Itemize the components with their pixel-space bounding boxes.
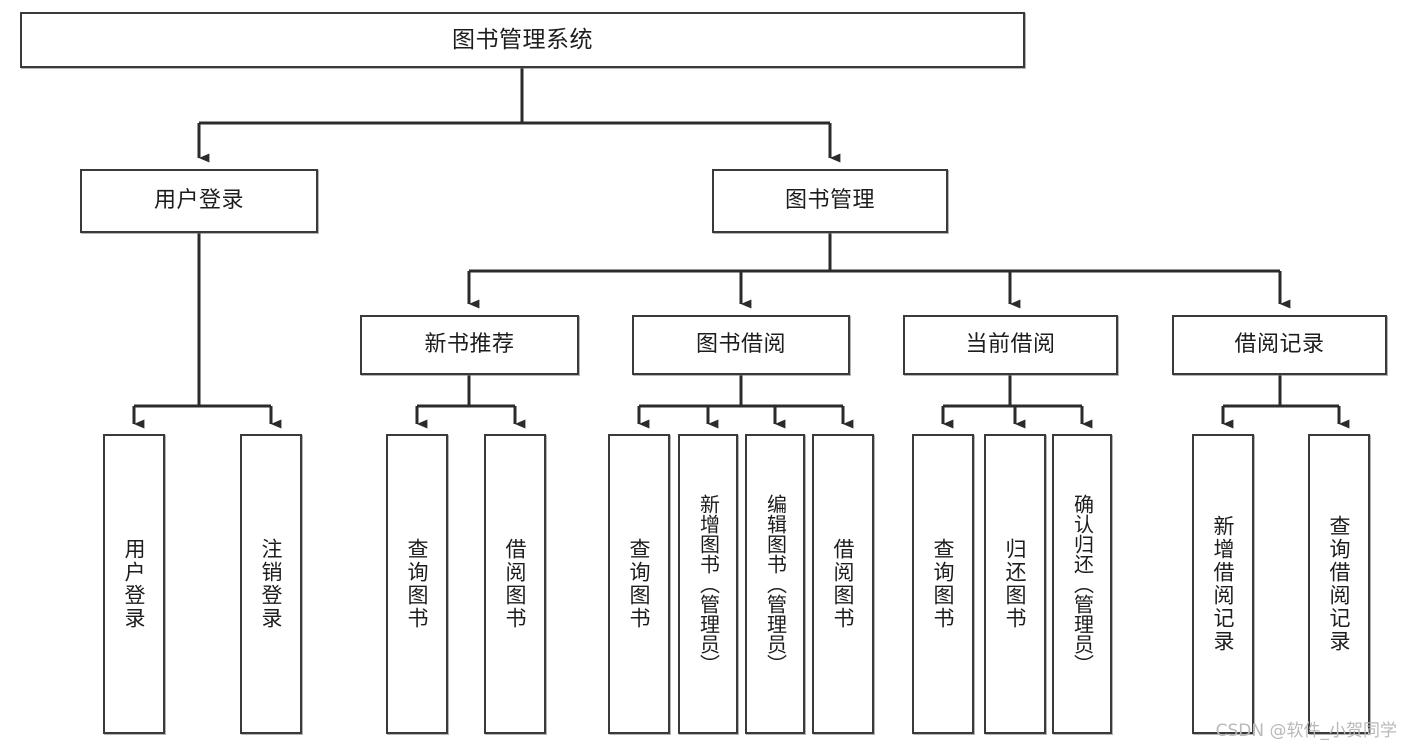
- leaf-query-borrow-record[interactable]: 查询借阅记录: [1308, 434, 1370, 734]
- leaf-add-book[interactable]: 新增图书（管理员）: [678, 434, 738, 734]
- leaf-add-borrow-record[interactable]: 新增借阅记录: [1192, 434, 1254, 734]
- node-label: 新增图书（管理员）: [696, 494, 721, 674]
- node-book-management[interactable]: 图书管理: [712, 169, 948, 233]
- node-label: 编辑图书（管理员）: [763, 494, 788, 674]
- node-borrow-record[interactable]: 借阅记录: [1172, 315, 1387, 375]
- leaf-query-book-borrow[interactable]: 查询图书: [608, 434, 670, 734]
- node-label: 查询图书: [405, 538, 430, 630]
- node-label: 归还图书: [1003, 538, 1028, 630]
- node-new-book-recommend[interactable]: 新书推荐: [360, 315, 579, 375]
- leaf-confirm-return[interactable]: 确认归还（管理员）: [1052, 434, 1112, 734]
- leaf-edit-book[interactable]: 编辑图书（管理员）: [745, 434, 805, 734]
- node-label: 借阅图书: [831, 538, 856, 630]
- node-book-borrow[interactable]: 图书借阅: [632, 315, 850, 375]
- node-label: 图书管理系统: [452, 26, 593, 53]
- node-label: 借阅图书: [503, 538, 528, 630]
- leaf-user-login[interactable]: 用户登录: [103, 434, 165, 734]
- node-current-borrow[interactable]: 当前借阅: [903, 315, 1118, 375]
- leaf-borrow-book-recommend[interactable]: 借阅图书: [484, 434, 546, 734]
- node-label: 用户登录: [153, 188, 244, 214]
- node-label: 查询借阅记录: [1327, 515, 1352, 653]
- leaf-borrow-book[interactable]: 借阅图书: [812, 434, 874, 734]
- node-label: 用户登录: [122, 538, 147, 630]
- leaf-return-book[interactable]: 归还图书: [984, 434, 1046, 734]
- node-root-book-management-system[interactable]: 图书管理系统: [20, 12, 1025, 68]
- node-label: 新书推荐: [424, 332, 515, 358]
- leaf-logout-login[interactable]: 注销登录: [240, 434, 302, 734]
- node-label: 查询图书: [931, 538, 956, 630]
- node-label: 图书管理: [784, 188, 875, 214]
- watermark: CSDN @软件_小贺同学: [1215, 721, 1397, 741]
- node-user-login[interactable]: 用户登录: [80, 169, 318, 233]
- node-label: 当前借阅: [965, 332, 1056, 358]
- node-label: 图书借阅: [695, 332, 786, 358]
- node-label: 确认归还（管理员）: [1070, 494, 1095, 674]
- node-label: 借阅记录: [1234, 332, 1325, 358]
- node-label: 查询图书: [627, 538, 652, 630]
- leaf-query-book-recommend[interactable]: 查询图书: [386, 434, 448, 734]
- node-label: 注销登录: [259, 538, 284, 630]
- leaf-query-book-current[interactable]: 查询图书: [912, 434, 974, 734]
- node-label: 新增借阅记录: [1211, 515, 1236, 653]
